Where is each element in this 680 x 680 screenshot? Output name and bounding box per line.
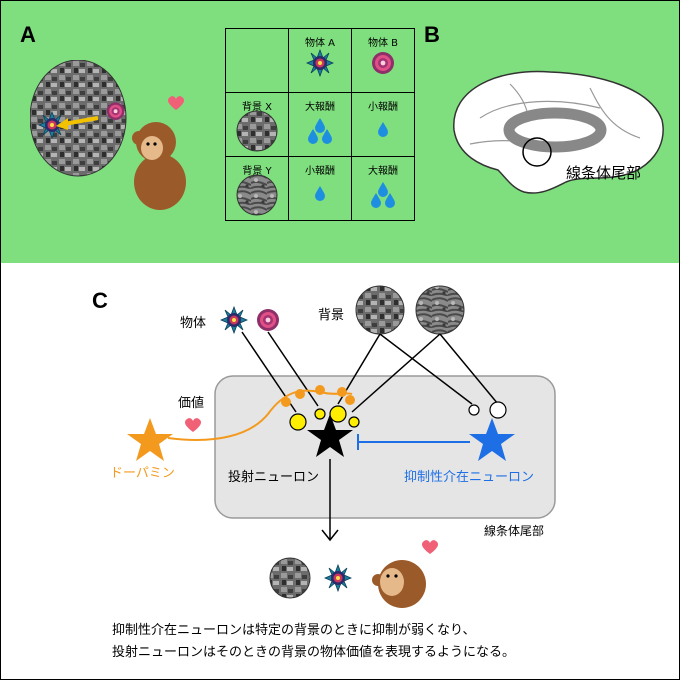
grid-cell-y-a: 小報酬	[288, 156, 352, 221]
inhibitory-interneuron-label: 抑制性介在ニューロン	[404, 470, 535, 485]
output-arrowhead	[321, 529, 339, 542]
reward-grid: 物体 A 物体 B 背景 X 大報酬 小報酬 背景 Y 小報酬	[225, 28, 415, 221]
dopamine-label: ドーパミン	[110, 466, 175, 481]
object-a-icon	[220, 306, 248, 334]
monkey-icon	[132, 122, 186, 210]
choice-arrowhead	[56, 118, 68, 130]
projection-neuron-icon	[307, 414, 353, 457]
striatum-region-box	[214, 375, 556, 519]
circuit-diagram	[127, 285, 556, 608]
object-b-icon	[106, 102, 125, 120]
reward-label: 小報酬	[368, 102, 398, 113]
striatum-shape	[503, 107, 607, 153]
grid-cell-x-b: 小報酬	[351, 92, 415, 157]
water-drop-small-icon	[315, 186, 325, 201]
background-photo-icon	[30, 60, 127, 177]
background-x-photo-icon	[355, 285, 405, 335]
grid-header-background-x: 背景 X	[225, 92, 289, 157]
panel-a-scene	[30, 60, 186, 210]
dopamine-neuron-icon	[127, 418, 173, 461]
grid-corner-cell	[225, 28, 289, 93]
panel-b-label: B	[424, 22, 440, 47]
reward-label: 大報酬	[368, 166, 398, 177]
object-b-icon	[372, 52, 394, 74]
tail-of-striatum-label: 線条体尾部	[566, 164, 642, 182]
reward-label: 小報酬	[305, 166, 335, 177]
output-heart-icon	[422, 540, 438, 554]
object-a-icon	[306, 49, 334, 77]
grid-cell-y-b: 大報酬	[351, 156, 415, 221]
inhibitory-interneuron-icon	[469, 418, 515, 461]
grid-header-object-a: 物体 A	[288, 28, 352, 93]
object-label: 物体	[180, 316, 207, 331]
value-heart-icon	[185, 418, 201, 432]
panel-c-label: C	[92, 288, 108, 313]
reward-label: 大報酬	[305, 102, 335, 113]
grid-header-background-y: 背景 Y	[225, 156, 289, 221]
object-b-icon	[257, 309, 279, 331]
output-background-photo-icon	[269, 557, 311, 599]
heart-icon	[168, 96, 184, 110]
caption-line-2: 投射ニューロンはそのときの背景の物体価値を表現するようになる。	[112, 645, 516, 660]
background-y-label: 背景 Y	[242, 166, 272, 177]
synapse-terminals	[289, 405, 360, 431]
background-y-photo-icon	[415, 285, 465, 335]
background-y-photo-icon	[236, 174, 278, 216]
monkey-face-icon	[372, 560, 426, 608]
object-a-label: 物体 A	[304, 38, 336, 49]
dopamine-terminals	[281, 385, 355, 407]
interneuron-inputs	[468, 401, 507, 419]
grid-cell-x-a: 大報酬	[288, 92, 352, 157]
value-label: 価値	[178, 396, 205, 411]
background-x-label: 背景 X	[241, 102, 273, 113]
background-label: 背景	[318, 308, 345, 323]
water-drops-large-icon	[308, 118, 332, 144]
output-object-a-icon	[324, 564, 352, 592]
object-b-label: 物体 B	[367, 38, 399, 49]
choice-arrow	[63, 116, 99, 126]
water-drop-small-icon	[378, 122, 388, 137]
figure-caption: 抑制性介在ニューロンは特定の背景のときに抑制が弱くなり、 投射ニューロンはそのと…	[112, 620, 632, 664]
caption-line-1: 抑制性介在ニューロンは特定の背景のときに抑制が弱くなり、	[112, 623, 476, 638]
brain-illustration	[453, 70, 664, 194]
tail-of-striatum-marker	[522, 137, 552, 167]
water-drops-large-icon	[371, 182, 395, 208]
brain-outline	[453, 70, 664, 194]
region-label: 線条体尾部	[484, 524, 545, 538]
panel-a-label: A	[20, 22, 36, 47]
background-x-photo-icon	[236, 110, 278, 152]
grid-header-object-b: 物体 B	[351, 28, 415, 93]
projection-neuron-label: 投射ニューロン	[228, 470, 320, 485]
